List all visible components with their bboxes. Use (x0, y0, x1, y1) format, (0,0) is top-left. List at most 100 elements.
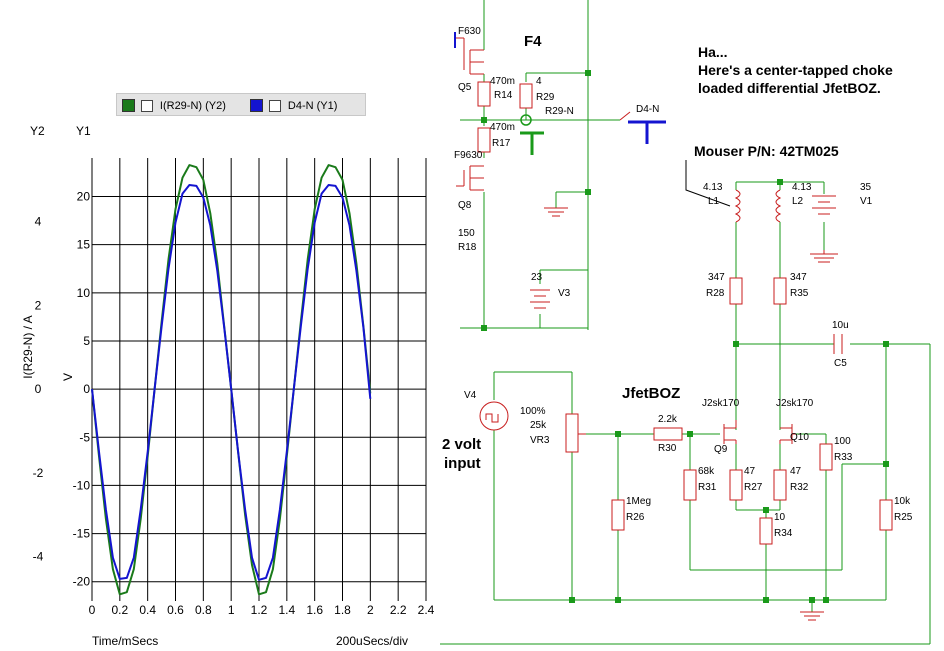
label-d4n: D4-N (636, 104, 659, 115)
label-r25-value: 10k (894, 496, 911, 507)
mouser-arrow (685, 160, 731, 207)
label-l1-value: 4.13 (703, 182, 723, 193)
x-tick-label: 0.6 (167, 603, 184, 617)
label-l1: L1 (708, 196, 720, 207)
junction-dots (481, 70, 889, 603)
label-r31: R31 (698, 482, 717, 493)
label-vr3-percent: 100% (520, 406, 546, 417)
x-axis-scale: 200uSecs/div (336, 634, 409, 648)
y1-tick-label: -5 (79, 430, 90, 444)
label-r26: R26 (626, 512, 645, 523)
label-r29-value: 4 (536, 76, 542, 87)
label-r27: R27 (744, 482, 763, 493)
label-v1: V1 (860, 196, 873, 207)
y1-axis-title: Y1 (76, 124, 91, 138)
label-q10-type: J2sk170 (776, 398, 814, 409)
label-vr3: VR3 (530, 435, 550, 446)
scope-panel: I(R29-N) (Y2) D4-N (Y1) 0 0.2 0.4 0.6 0.8 1 1.… (0, 0, 440, 651)
note-line-1: Ha... (698, 44, 728, 60)
label-r14: R14 (494, 90, 513, 101)
label-f9630: F9630 (454, 150, 483, 161)
y2-axis-label: I(R29-N) / A (21, 315, 35, 379)
label-r18: R18 (458, 242, 477, 253)
legend-checkbox[interactable] (141, 99, 154, 112)
trace-voltage (91, 184, 372, 581)
label-r18-value: 150 (458, 228, 475, 239)
label-v1-value: 35 (860, 182, 872, 193)
y1-tick-label: 10 (77, 286, 91, 300)
label-r14-value: 470m (490, 76, 515, 87)
label-f4: F4 (524, 33, 542, 50)
legend-label: D4-N (Y1) (287, 99, 338, 112)
y1-axis-label: V (61, 372, 76, 382)
x-tick-label: 1.6 (306, 603, 323, 617)
probe-marker-voltage[interactable] (628, 120, 666, 144)
label-r30: R30 (658, 443, 677, 454)
label-v3: V3 (558, 288, 571, 299)
label-r31-value: 68k (698, 466, 715, 477)
legend-color-swatch (122, 99, 135, 113)
label-q9-type: J2sk170 (702, 398, 740, 409)
x-tick-label: 1.2 (251, 603, 268, 617)
label-q5: Q5 (458, 82, 472, 93)
x-tick-label: 0.4 (139, 603, 156, 617)
label-v3-value: 23 (531, 272, 543, 283)
label-r33-value: 100 (834, 436, 851, 447)
label-r35: R35 (790, 288, 809, 299)
y1-tick-label: 20 (77, 190, 91, 204)
label-c5: C5 (834, 358, 847, 369)
y1-tick-label: 0 (83, 382, 90, 396)
x-tick-label: 0 (89, 603, 96, 617)
y1-tick-label: -15 (73, 527, 91, 541)
y1-tick-label: -10 (73, 478, 91, 492)
probe-marker-current[interactable] (520, 114, 544, 155)
x-tick-label: 0.8 (195, 603, 212, 617)
legend-color-swatch (250, 99, 263, 113)
label-l2-value: 4.13 (792, 182, 812, 193)
legend-checkbox[interactable] (269, 99, 282, 112)
schematic-diagram: F630 Q5 470m R14 470m R17 F9630 Q8 150 R… (440, 0, 931, 645)
label-r30-value: 2.2k (658, 414, 678, 425)
x-tick-label: 2 (367, 603, 374, 617)
x-tick-label: 1.4 (278, 603, 295, 617)
y2-tick-label: -2 (33, 466, 44, 480)
wires (440, 0, 931, 645)
scope-legend (116, 93, 366, 116)
label-r26-value: 1Meg (626, 496, 651, 507)
x-axis-label: Time/mSecs (92, 634, 159, 648)
label-r29n: R29-N (545, 106, 574, 117)
label-c5-value: 10u (832, 320, 849, 331)
label-r35-value: 347 (790, 272, 807, 283)
x-tick-label: 2.4 (418, 603, 435, 617)
x-tick-label: 0.2 (111, 603, 128, 617)
label-r17: R17 (492, 138, 511, 149)
note-line-2: Here's a center-tapped choke (698, 62, 893, 78)
legend-item-current[interactable]: I(R29-N) (Y2) (122, 97, 226, 113)
input-note-line-2: input (444, 455, 481, 472)
x-tick-label: 2.2 (390, 603, 407, 617)
label-v4: V4 (464, 390, 477, 401)
label-r32-value: 47 (790, 466, 802, 477)
label-r29: R29 (536, 92, 555, 103)
label-vr3-value: 25k (530, 420, 547, 431)
input-note-line-1: 2 volt (442, 436, 482, 453)
x-tick-label: 1.8 (334, 603, 351, 617)
y1-tick-label: 5 (83, 334, 90, 348)
label-f630: F630 (458, 26, 481, 37)
label-l2: L2 (792, 196, 804, 207)
label-r25: R25 (894, 512, 913, 523)
label-r33: R33 (834, 452, 853, 463)
y2-tick-label: 2 (35, 298, 42, 312)
label-q8: Q8 (458, 200, 472, 211)
x-tick-label: 1 (228, 603, 235, 617)
y2-tick-label: -4 (33, 550, 44, 564)
label-jfetboz: JfetBOZ (622, 385, 681, 402)
y2-axis-title: Y2 (30, 124, 45, 138)
label-q9: Q9 (714, 444, 728, 455)
label-r32: R32 (790, 482, 809, 493)
legend-item-voltage[interactable]: D4-N (Y1) (250, 97, 338, 113)
mouser-part-number: Mouser P/N: 42TM025 (694, 143, 839, 159)
label-r34-value: 10 (774, 512, 786, 523)
label-q10: Q10 (790, 432, 809, 443)
